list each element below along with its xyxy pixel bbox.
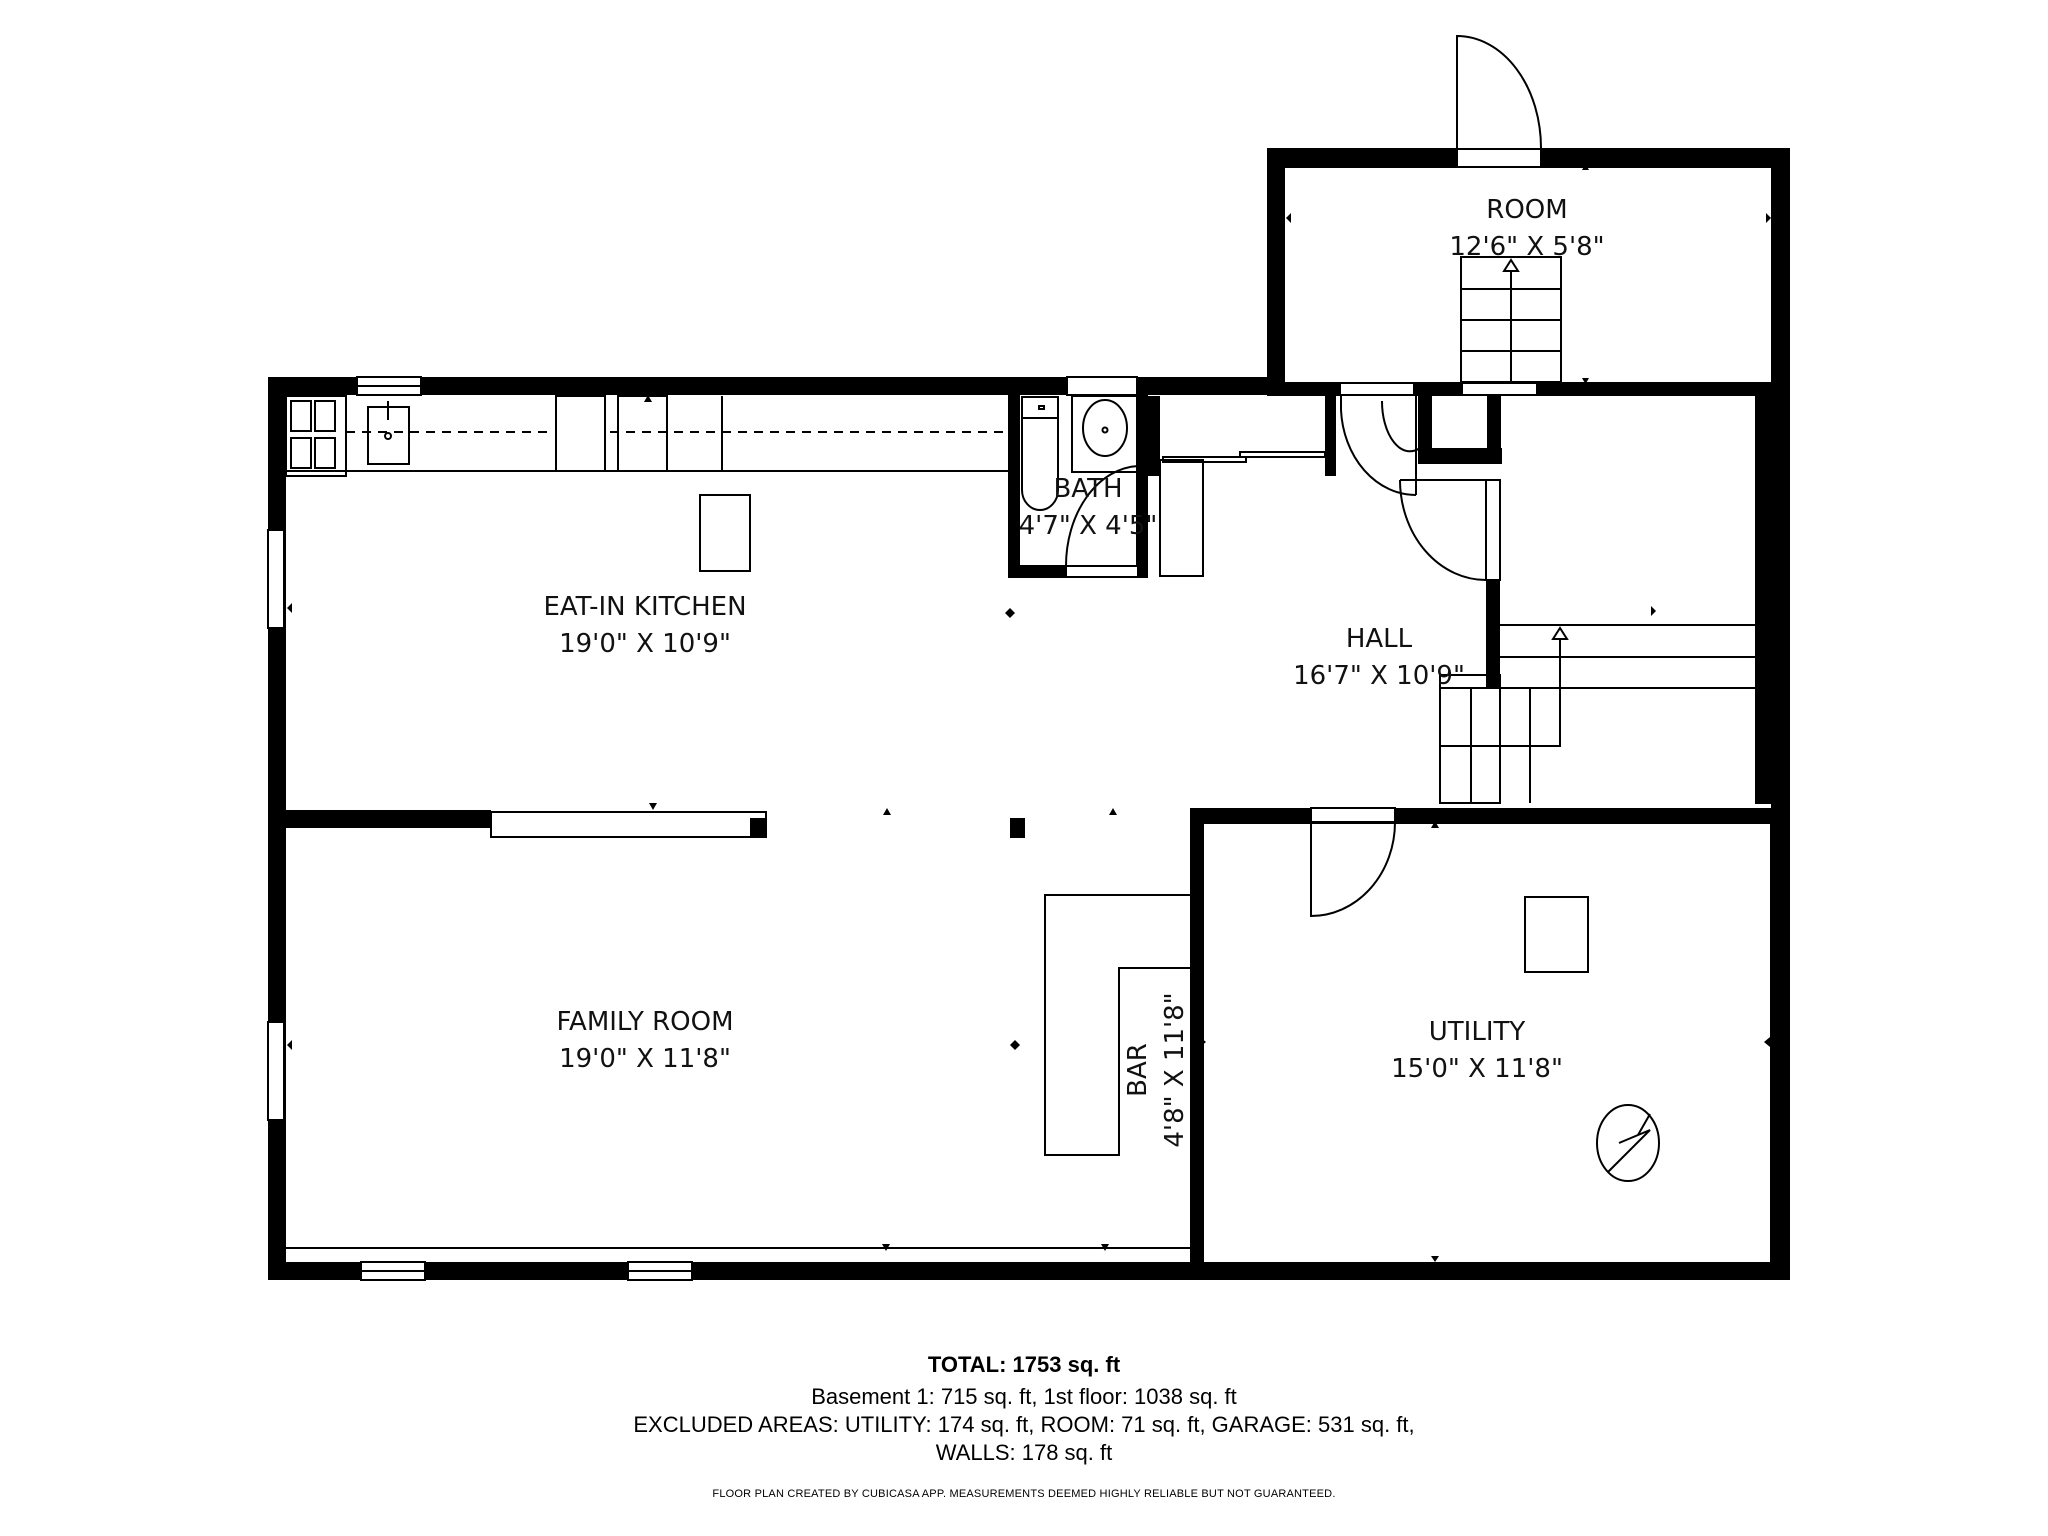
room-dims-utility: 15'0" X 11'8" xyxy=(1391,1054,1563,1084)
room-name-room: ROOM xyxy=(1486,195,1567,225)
utility xyxy=(1190,807,1790,1280)
bath xyxy=(1008,394,1148,578)
toilet xyxy=(1021,396,1059,511)
room-dims-family: 19'0" X 11'8" xyxy=(559,1044,731,1074)
hall-stairs xyxy=(1439,624,1755,804)
walls-area: WALLS: 178 sq. ft xyxy=(935,1440,1113,1465)
room-dims-room: 12'6" X 5'8" xyxy=(1449,232,1604,262)
room-name-utility: UTILITY xyxy=(1429,1017,1526,1047)
hall xyxy=(1148,382,1755,804)
room-dims-hall: 16'7" X 10'9" xyxy=(1293,661,1465,691)
room-dims-kitchen: 19'0" X 10'9" xyxy=(559,629,731,659)
room-name-family: FAMILY ROOM xyxy=(556,1007,733,1037)
excluded-areas: EXCLUDED AREAS: UTILITY: 174 sq. ft, ROO… xyxy=(633,1412,1415,1437)
stove xyxy=(285,395,347,477)
floor-areas: Basement 1: 715 sq. ft, 1st floor: 1038 … xyxy=(811,1384,1237,1409)
room-name-kitchen: EAT-IN KITCHEN xyxy=(543,592,746,622)
entry-door xyxy=(1456,34,1542,149)
bathroom-sink xyxy=(1082,399,1128,457)
utility-door xyxy=(1310,821,1396,918)
hall-door-2 xyxy=(1399,479,1487,581)
room-name-bath: BATH xyxy=(1053,474,1122,504)
credit-note: FLOOR PLAN CREATED BY CUBICASA APP. MEAS… xyxy=(712,1488,1336,1500)
room-name-hall: HALL xyxy=(1346,624,1413,654)
cabinet xyxy=(617,395,668,472)
room-dims-bar: 4'8" X 11'8" xyxy=(1160,992,1190,1147)
utility-box xyxy=(1524,896,1589,973)
kitchen-table xyxy=(699,494,751,572)
bath-door xyxy=(1064,464,1139,567)
total-area: TOTAL: 1753 sq. ft xyxy=(927,1352,1121,1377)
dishwasher xyxy=(555,395,606,472)
stove-burners xyxy=(290,400,336,469)
kitchen-counter xyxy=(285,395,1010,572)
window xyxy=(1066,376,1138,396)
window xyxy=(267,1021,285,1121)
water-heater xyxy=(1596,1104,1660,1182)
room-name-bar: BAR xyxy=(1123,1043,1153,1097)
bar-counter xyxy=(1044,894,1190,1156)
bathroom-sink-cabinet xyxy=(1071,395,1139,473)
window xyxy=(267,529,285,629)
room-dims-bath: 4'7" X 4'5" xyxy=(1019,511,1158,541)
room-stairs xyxy=(1460,256,1562,383)
